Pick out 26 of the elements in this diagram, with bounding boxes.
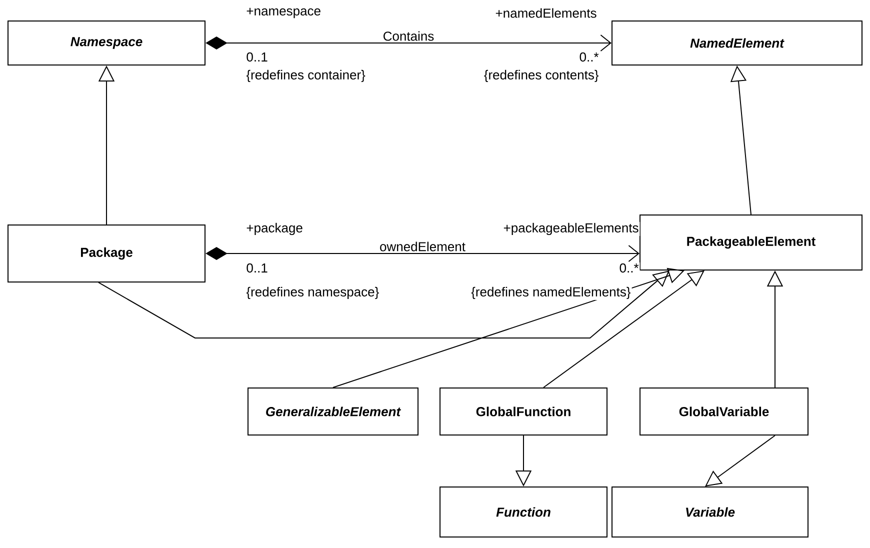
role-label: {redefines namespace} (245, 286, 380, 300)
class-box: Function (440, 486, 608, 538)
class-box: GlobalVariable (640, 388, 808, 436)
generalization-arrow (98, 270, 670, 338)
class-box: Namespace (8, 20, 206, 66)
role-label: {redefines contents} (482, 68, 600, 84)
class-box: GlobalFunction (440, 388, 608, 436)
edge-label: Contains (384, 31, 434, 41)
class-box: PackageableElement (640, 214, 862, 270)
class-box: Package (8, 224, 206, 282)
edge-label: ownedElement (380, 242, 466, 252)
role-label: +namespace (245, 6, 322, 20)
class-box: GeneralizableElement (248, 388, 418, 436)
role-label: {redefines namedElements} (470, 286, 632, 300)
role-label: 0..* (578, 51, 600, 63)
role-label: +package (245, 222, 304, 236)
class-box: Variable (612, 486, 808, 538)
generalization-arrow (543, 270, 704, 388)
class-box: NamedElement (612, 20, 862, 66)
role-label: 0..1 (245, 51, 269, 63)
role-label: 0..* (618, 262, 640, 274)
role-label: +packageableElements (502, 222, 640, 236)
role-label: 0..1 (245, 262, 269, 274)
role-label: {redefines container} (245, 68, 366, 84)
role-label: +namedElements (494, 7, 598, 19)
generalization-arrow (705, 435, 776, 486)
